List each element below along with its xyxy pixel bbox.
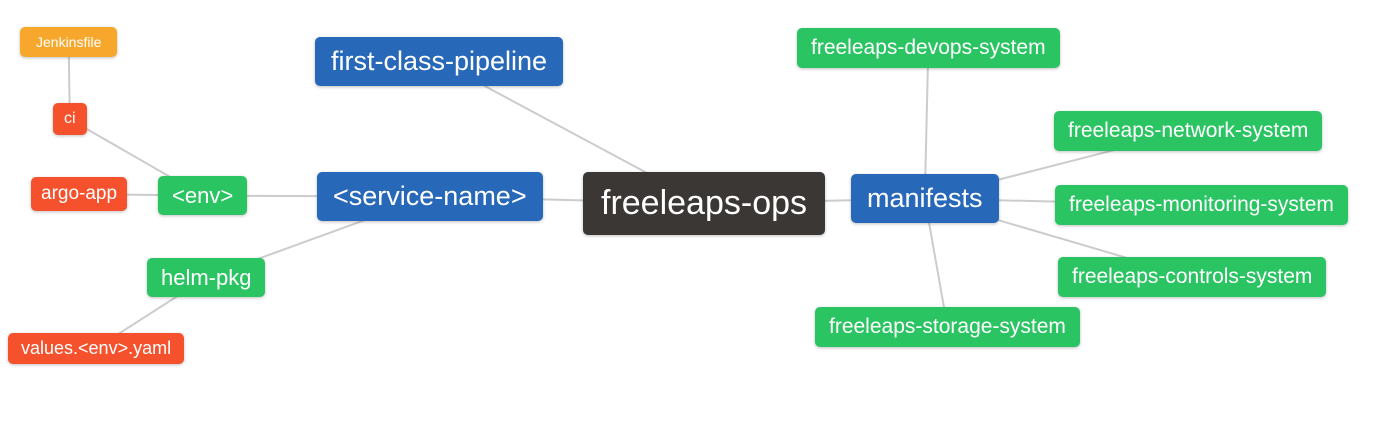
- node-env[interactable]: <env>: [158, 176, 248, 216]
- node-values-env-yaml[interactable]: values.<env>.yaml: [8, 333, 185, 364]
- node-freeleaps-controls-system[interactable]: freeleaps-controls-system: [1058, 257, 1327, 298]
- node-helm-pkg[interactable]: helm-pkg: [147, 258, 266, 298]
- node-freeleaps-storage-system[interactable]: freeleaps-storage-system: [815, 307, 1080, 348]
- node-jenkinsfile[interactable]: Jenkinsfile: [20, 27, 118, 58]
- node-freeleaps-ops[interactable]: freeleaps-ops: [583, 172, 826, 236]
- node-freeleaps-devops-system[interactable]: freeleaps-devops-system: [797, 28, 1060, 69]
- node-freeleaps-network-system[interactable]: freeleaps-network-system: [1054, 111, 1323, 152]
- node-first-class-pipeline[interactable]: first-class-pipeline: [315, 37, 564, 87]
- node-service-name[interactable]: <service-name>: [317, 172, 543, 222]
- node-manifests[interactable]: manifests: [851, 174, 999, 224]
- node-ci[interactable]: ci: [53, 103, 87, 136]
- node-argo-app[interactable]: argo-app: [31, 177, 128, 211]
- node-freeleaps-monitoring-system[interactable]: freeleaps-monitoring-system: [1055, 185, 1348, 226]
